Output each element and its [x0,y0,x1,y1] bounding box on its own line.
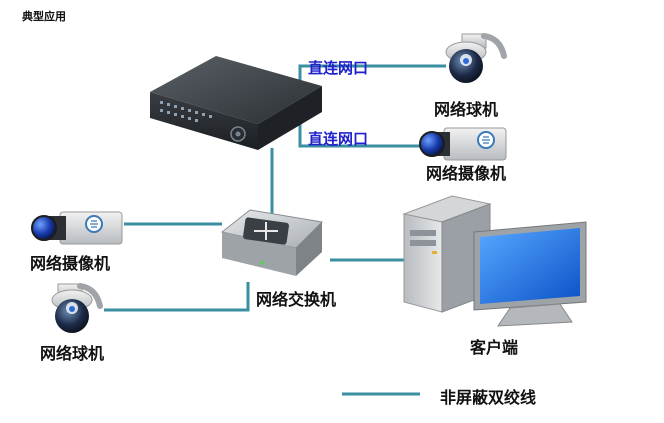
device-label-box-camera-right: 网络摄像机 [426,164,507,183]
device-label-box-camera-left: 网络摄像机 [30,254,111,273]
ptz-camera-top [445,33,507,83]
ptz-camera-bottom [51,283,103,333]
device-label-switch: 网络交换机 [256,290,337,309]
device-label-ptz-camera-top: 网络球机 [434,100,499,119]
box-camera-left [31,211,123,245]
link-label-direct-port-bottom: 直连网口 [308,130,369,148]
client-computer [402,195,587,327]
cable-nvr-to-box-camera [298,118,428,148]
cable-lines [104,64,446,396]
link-label-direct-port-top: 直连网口 [308,59,369,77]
device-label-client: 客户端 [470,338,519,357]
cable-switch-to-left-ptz [104,282,250,312]
nvr-device [150,56,322,150]
network-switch-device [220,209,324,276]
box-camera-right [419,127,507,161]
legend-label: 非屏蔽双绞线 [440,388,537,407]
page-title: 典型应用 [22,10,66,23]
device-label-ptz-camera-bottom: 网络球机 [40,344,105,363]
